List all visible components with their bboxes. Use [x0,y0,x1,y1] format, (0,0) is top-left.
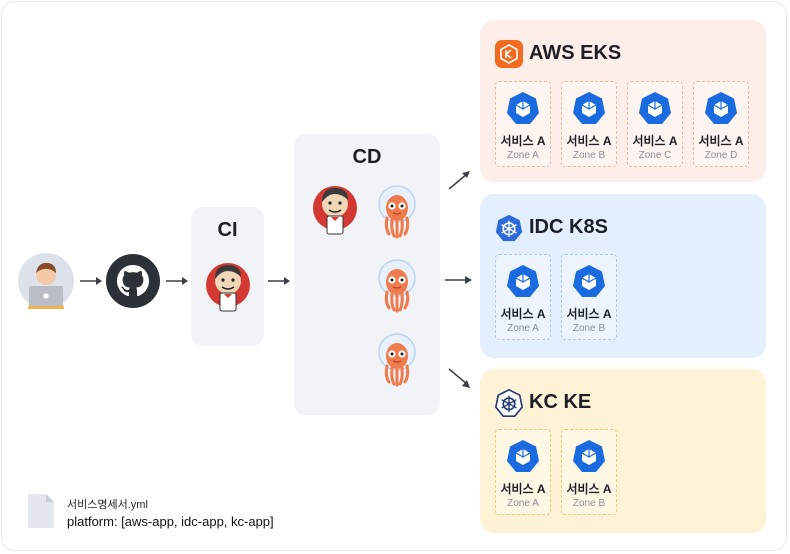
cluster-title: AWS EKS [529,42,622,64]
service-name: 서비스 A [566,307,612,321]
kubernetes-icon [507,92,539,124]
service-card: 서비스 A Zone D [693,81,749,167]
service-card: 서비스 A Zone A [495,81,551,167]
service-zone: Zone D [704,150,738,161]
arrow-to-github-icon [80,277,102,285]
service-zone: Zone A [507,150,539,161]
aws-eks-logo-icon [495,40,523,68]
arrow-to-ci-icon [166,277,188,285]
kubernetes-icon [573,440,605,472]
spec-file-name: 서비스명세서.yml [67,499,148,511]
service-card: 서비스 A Zone A [495,429,551,515]
ci-stage: CI [191,207,264,346]
kubernetes-icon [507,440,539,472]
service-card: 서비스 A Zone A [495,254,551,340]
service-zone: Zone B [572,498,606,509]
kubernetes-icon [573,265,605,297]
cluster-title: KC KE [529,391,592,413]
service-name: 서비스 A [566,482,612,496]
developer-avatar [18,253,74,309]
service-card: 서비스 A Zone B [561,81,617,167]
kc-ke-logo-icon [494,388,524,417]
service-zone: Zone C [638,150,672,161]
github-icon [105,253,161,309]
kubernetes-icon [705,92,737,124]
service-name: 서비스 A [632,134,678,148]
service-zone: Zone B [572,150,606,161]
service-name: 서비스 A [566,134,612,148]
service-name: 서비스 A [500,482,546,496]
service-zone: Zone A [507,323,539,334]
kubernetes-icon [639,92,671,124]
kubernetes-logo-icon [495,214,523,242]
cluster-title: IDC K8S [529,216,608,238]
arrow-to-kc-ke-icon [448,368,470,388]
arrow-to-aws-eks-icon [448,171,470,190]
service-name: 서비스 A [500,307,546,321]
service-card: 서비스 A Zone B [561,429,617,515]
jenkins-icon [312,180,358,241]
service-card: 서비스 A Zone C [627,81,683,167]
service-name: 서비스 A [698,134,744,148]
arrow-to-idc-k8s-icon [445,276,472,284]
service-name: 서비스 A [500,134,546,148]
cd-stage: CD [294,134,440,415]
argo-icon [374,258,420,319]
ci-label: CI [217,219,238,241]
file-icon [26,492,56,535]
service-card: 서비스 A Zone B [561,254,617,340]
service-zone: Zone A [507,498,539,509]
jenkins-icon [205,257,251,318]
service-zone: Zone B [572,323,606,334]
kubernetes-icon [507,265,539,297]
spec-file-platform: platform: [aws-app, idc-app, kc-app] [67,514,274,529]
cd-label: CD [352,146,382,168]
kubernetes-icon [573,92,605,124]
argo-icon [374,184,420,245]
arrow-to-cd-icon [268,277,290,285]
argo-icon [374,332,420,393]
